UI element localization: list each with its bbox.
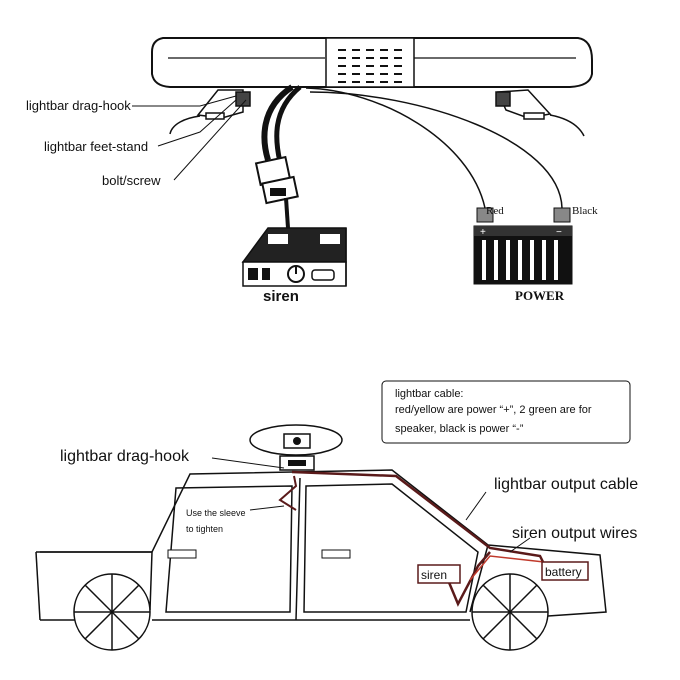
label-siren-output-wires: siren output wires	[512, 525, 637, 542]
battery-terminal-negative	[553, 207, 571, 223]
lightbar-foot-right	[495, 89, 585, 137]
label-lightbar-feet-stand: lightbar feet-stand	[44, 139, 148, 154]
lightbar-cable-info-box	[381, 380, 631, 444]
top-callout-leaders	[132, 95, 247, 181]
label-lightbar-output-cable: lightbar output cable	[494, 476, 638, 493]
battery-terminal-positive	[476, 207, 494, 223]
siren-controller	[241, 227, 347, 287]
label-sleeve-line-2: to tighten	[186, 524, 223, 534]
info-line-2: red/yellow are power “+”, 2 green are fo…	[395, 404, 592, 416]
lightbar-assembly	[151, 37, 593, 229]
label-bolt-screw: bolt/screw	[102, 173, 161, 188]
rear-door-handle	[167, 549, 197, 559]
car-siren-label: siren	[421, 568, 447, 582]
battery-minus-sign: −	[556, 227, 562, 238]
lightbar-main-cable-2	[274, 85, 302, 163]
label-siren: siren	[263, 288, 299, 305]
label-sleeve-line-1: Use the sleeve	[186, 508, 246, 518]
siren-speaker	[311, 269, 335, 281]
label-red: Red	[486, 205, 504, 217]
car-callout-leaders	[211, 457, 531, 553]
label-lightbar-drag-hook: lightbar drag-hook	[26, 98, 131, 113]
power-battery: + −	[473, 207, 573, 285]
front-wheel	[471, 573, 549, 651]
lightbar-main-cable	[261, 84, 294, 161]
car-battery-label: battery	[545, 565, 582, 579]
siren-top-slot-2	[320, 234, 340, 244]
battery-plus-sign: +	[480, 227, 486, 238]
siren-top-face	[241, 227, 347, 263]
siren-output-route	[446, 551, 491, 607]
siren-top-slot-1	[268, 234, 288, 244]
front-door-handle	[321, 549, 351, 559]
black-wire	[309, 91, 563, 209]
sleeve-cable	[278, 475, 298, 511]
label-car-drag-hook: lightbar drag-hook	[60, 448, 190, 465]
red-wire	[305, 87, 486, 209]
lightbar-vent-grille	[338, 49, 402, 83]
lightbar-center-module	[325, 37, 415, 88]
info-line-1: lightbar cable:	[395, 388, 464, 400]
roof-lightbar	[249, 424, 343, 471]
cable-connector	[254, 155, 299, 229]
car-outline	[35, 469, 607, 621]
siren-switch-2	[262, 268, 270, 280]
siren-switch-1	[248, 268, 258, 280]
label-power: POWER	[515, 288, 565, 303]
label-black: Black	[572, 205, 598, 217]
info-line-3: speaker, black is power “-”	[395, 423, 524, 435]
car-battery-box	[541, 561, 589, 581]
car-siren-box	[417, 564, 461, 584]
battery-wire-route	[469, 555, 545, 581]
lightbar-foot-left	[169, 89, 251, 135]
rear-wheel	[73, 573, 151, 651]
